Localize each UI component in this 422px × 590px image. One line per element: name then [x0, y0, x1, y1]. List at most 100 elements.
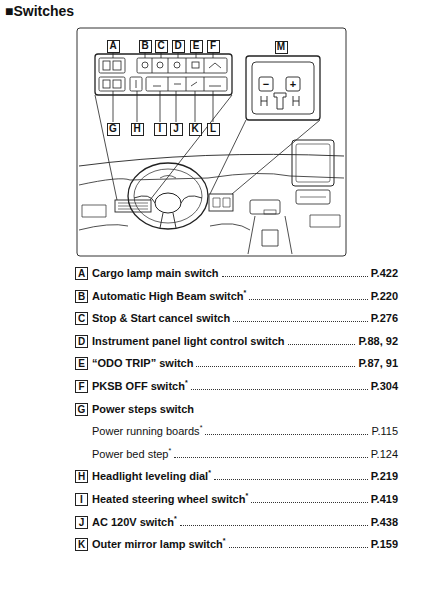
dotted-leader [180, 525, 368, 526]
list-row: E “ODO TRIP” switch P.87, 91 [0, 356, 422, 372]
callout-letter: F [75, 380, 88, 393]
callout-letter-text: D [78, 337, 85, 347]
callout-letter-text: I [80, 495, 83, 505]
item-text: Headlight leveling dial* [92, 469, 211, 483]
sub-item-text: Power bed step* [92, 447, 171, 461]
item-name: Automatic High Beam switch [92, 290, 244, 302]
callout-letter-text: B [141, 41, 148, 51]
callout-letter: K [189, 123, 202, 136]
item-name: Heated steering wheel switch [92, 493, 245, 505]
list-row: FPKSB OFF switch*P.304 [0, 379, 422, 395]
dotted-leader [214, 479, 368, 480]
dotted-leader [233, 321, 368, 322]
callout-letter: A [107, 40, 120, 53]
callout-letter-text: L [210, 124, 216, 134]
list-row: H Headlight leveling dial* P.219 [0, 469, 422, 485]
switch-symbol: − [260, 78, 272, 90]
dotted-leader [251, 502, 368, 503]
callout-letter-text: G [109, 124, 117, 134]
callout-letter: I [154, 123, 167, 136]
list-row: D Instrument panel light control switch P.… [0, 334, 422, 350]
callout-letter-text: D [174, 41, 181, 51]
item-name: Headlight leveling dial [92, 470, 208, 482]
item-name: Power running boards [92, 425, 200, 437]
callout-letter: A [75, 267, 88, 280]
item-name: AC 120V switch [92, 516, 174, 528]
item-text: Stop & Start cancel switch [92, 311, 230, 325]
callout-letter: B [75, 290, 88, 303]
item-name: PKSB OFF switch [92, 380, 185, 392]
page-reference: P.88, 92 [358, 334, 398, 348]
callout-letter: D [172, 40, 185, 53]
item-text: “ODO TRIP” switch [92, 356, 193, 370]
dotted-leader [191, 389, 368, 390]
list-row: B Automatic High Beam switch* P.220 [0, 289, 422, 305]
callout-letter: C [155, 40, 168, 53]
callout-letter-text: C [78, 314, 85, 324]
dotted-leader [196, 366, 355, 367]
callout-letter-text: K [78, 540, 85, 550]
callout-letter: G [107, 123, 120, 136]
callout-letter-text: K [191, 124, 198, 134]
page-reference: P.124 [371, 447, 398, 461]
footnote-star: * [200, 424, 203, 431]
page-reference: P.438 [371, 515, 398, 529]
dotted-leader [205, 434, 368, 435]
callout-letter: M [275, 41, 288, 54]
item-name: Stop & Start cancel switch [92, 312, 230, 324]
item-text: PKSB OFF switch* [92, 379, 188, 393]
callout-letter: I [75, 493, 88, 506]
callout-letter-text: B [78, 292, 85, 302]
item-name: Cargo lamp main switch [92, 267, 219, 279]
item-text: Heated steering wheel switch* [92, 492, 248, 506]
footnote-star: * [208, 469, 211, 476]
callout-letter: C [75, 312, 88, 325]
callout-letter-text: F [210, 41, 216, 51]
callout-letter-text: H [133, 124, 140, 134]
page-reference: P.276 [371, 311, 398, 325]
footnote-star: * [244, 289, 247, 296]
callout-letter: D [75, 335, 88, 348]
callout-letter-text: J [173, 124, 179, 134]
footnote-star: * [245, 492, 248, 499]
dotted-leader [249, 299, 367, 300]
item-name: Power steps switch [92, 403, 194, 415]
page-reference: P.220 [371, 289, 398, 303]
page-reference: P.87, 91 [358, 356, 398, 370]
callout-letter: J [75, 516, 88, 529]
list-row: J AC 120V switch* P.438 [0, 515, 422, 531]
callout-letter-text: J [79, 518, 85, 528]
switch-symbol: + [287, 78, 299, 90]
page-reference: P.419 [371, 492, 398, 506]
list-row: ACargo lamp main switchP.422 [0, 266, 422, 282]
item-name: Power bed step [92, 448, 168, 460]
dotted-leader [174, 457, 368, 458]
dotted-leader [229, 547, 368, 548]
callout-letter: J [170, 123, 183, 136]
list-row: C Stop & Start cancel switch P.276 [0, 311, 422, 327]
item-name: Outer mirror lamp switch [92, 538, 223, 550]
callout-letter-text: M [277, 42, 285, 52]
footnote-star: * [174, 515, 177, 522]
footnote-star: * [223, 537, 226, 544]
callout-letter-text: C [157, 41, 164, 51]
item-text: Instrument panel light control switch [92, 334, 285, 348]
list-row: I Heated steering wheel switch* P.419 [0, 492, 422, 508]
page-title: ■Switches [5, 3, 74, 19]
callout-letter: G [75, 403, 88, 416]
callout-letter: H [131, 123, 144, 136]
page-reference: P.219 [371, 469, 398, 483]
callout-letter: L [207, 123, 220, 136]
callout-letter: E [75, 357, 88, 370]
list-row: G Power steps switch [0, 402, 422, 418]
callout-letter: B [139, 40, 152, 53]
callout-letter-text: H [78, 472, 85, 482]
item-name: “ODO TRIP” switch [92, 357, 193, 369]
item-text: Power steps switch [92, 402, 194, 416]
footnote-star: * [185, 379, 188, 386]
page-reference: P.115 [371, 424, 398, 438]
callout-letter: F [207, 40, 220, 53]
callout-letter: K [75, 538, 88, 551]
callout-letter-text: E [193, 41, 200, 51]
item-name: Instrument panel light control switch [92, 335, 285, 347]
